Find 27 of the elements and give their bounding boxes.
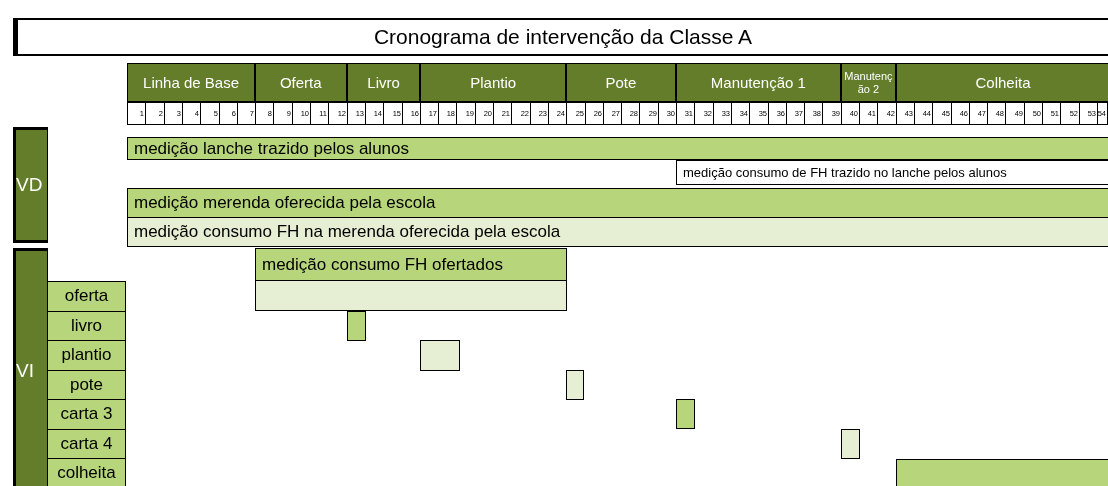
activity-bar: medição consumo de FH trazido no lanche pelos alunos — [676, 160, 1108, 185]
activity-bar: medição lanche trazido pelos alunos — [127, 137, 1108, 160]
phase-header: Manutenção 2 — [841, 63, 896, 102]
activity-bar — [566, 370, 585, 400]
activity-bar: medição consumo FH ofertados — [255, 248, 567, 281]
activity-bar — [676, 399, 696, 429]
phase-header: Pote — [566, 63, 676, 102]
activity-bar — [255, 280, 567, 311]
phase-header: Plantio — [420, 63, 567, 102]
activity-bar: medição consumo FH na merenda oferecida pela escola — [127, 217, 1108, 247]
chart-title: Cronograma de intervenção da Classe A — [13, 18, 1108, 56]
activity-bar — [841, 429, 861, 459]
activity-bar: medição merenda oferecida pela escola — [127, 188, 1108, 218]
activity-bar — [420, 340, 460, 371]
phase-header: Colheita — [896, 63, 1108, 102]
row-label: plantio — [47, 340, 126, 371]
phase-header: Livro — [347, 63, 421, 102]
row-label: oferta — [47, 281, 126, 312]
group-band: VI — [13, 248, 48, 486]
group-band: VD — [13, 127, 48, 243]
phase-header: Linha de Base — [127, 63, 256, 102]
activity-bar — [347, 311, 367, 341]
row-label: colheita — [47, 458, 126, 486]
row-label: carta 3 — [47, 399, 126, 430]
phase-header: Manutenção 1 — [676, 63, 841, 102]
activity-bar — [896, 459, 1108, 486]
phase-header: Oferta — [255, 63, 347, 102]
